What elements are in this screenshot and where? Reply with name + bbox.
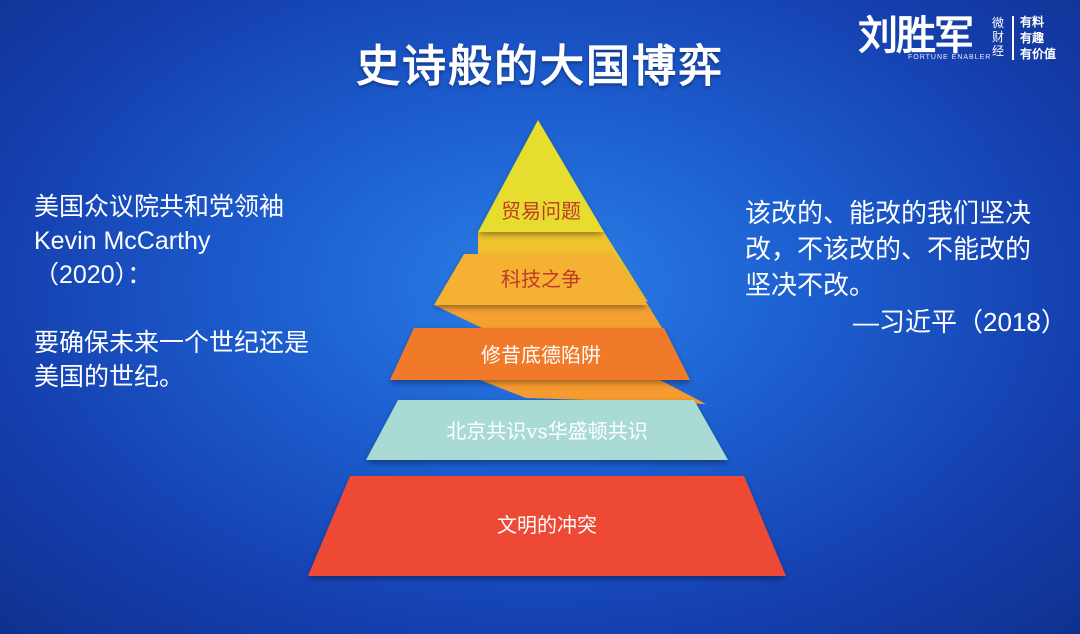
pyramid-connector bbox=[434, 305, 662, 328]
pyramid-level-3 bbox=[390, 328, 690, 380]
left-quote: 美国众议院共和党领袖 Kevin McCarthy （2020）： 要确保未来一… bbox=[34, 190, 309, 394]
left-quote-line: Kevin McCarthy bbox=[34, 227, 211, 255]
page-title: 史诗般的大国博弈 bbox=[356, 41, 724, 92]
logo-tags: 有料 有趣 有价值 bbox=[1020, 14, 1056, 62]
logo-vertical-text: 微 财 经 bbox=[992, 16, 1006, 58]
logo-tag: 有料 bbox=[1020, 15, 1045, 29]
pyramid-label: 修昔底德陷阱 bbox=[481, 343, 601, 367]
pyramid-level-4 bbox=[366, 400, 728, 460]
pyramid-label: 北京共识vs华盛顿共识 bbox=[446, 419, 648, 443]
logo-tag: 有价值 bbox=[1020, 47, 1057, 61]
pyramid-level-2 bbox=[434, 254, 648, 305]
right-quote-line: 改，不该改的、不能改的 bbox=[745, 235, 1032, 265]
logo-divider bbox=[1012, 16, 1014, 60]
pyramid-level-5 bbox=[308, 476, 786, 576]
logo-vertical-char: 经 bbox=[992, 44, 1005, 58]
left-quote-line: 美国众议院共和党领袖 bbox=[34, 193, 285, 221]
left-quote-line: 美国的世纪。 bbox=[34, 363, 185, 391]
right-quote-signature: —习近平（2018） bbox=[853, 307, 1067, 337]
logo-vertical-char: 财 bbox=[992, 30, 1005, 44]
right-quote-line: 该改的、能改的我们坚决 bbox=[745, 199, 1032, 229]
pyramid-level-1 bbox=[478, 120, 604, 232]
logo-main-text: 刘胜军 bbox=[858, 13, 974, 59]
left-quote-line: （2020）： bbox=[34, 261, 153, 289]
pyramid-label: 文明的冲突 bbox=[497, 513, 597, 537]
logo-vertical-char: 微 bbox=[992, 16, 1005, 30]
logo-tag: 有趣 bbox=[1020, 31, 1045, 45]
pyramid-label: 科技之争 bbox=[501, 267, 581, 291]
brand-logo: 刘胜军 FORTUNE ENABLER 微 财 经 有料 有趣 有价值 bbox=[858, 14, 1080, 64]
pyramid-connector bbox=[480, 380, 706, 404]
left-quote-line: 要确保未来一个世纪还是 bbox=[34, 329, 310, 357]
logo-subtitle: FORTUNE ENABLER bbox=[908, 54, 992, 61]
right-quote: 该改的、能改的我们坚决 改，不该改的、不能改的 坚决不改。 —习近平（2018） bbox=[745, 196, 1067, 340]
right-quote-line: 坚决不改。 bbox=[745, 271, 876, 301]
pyramid-label: 贸易问题 bbox=[501, 199, 581, 223]
